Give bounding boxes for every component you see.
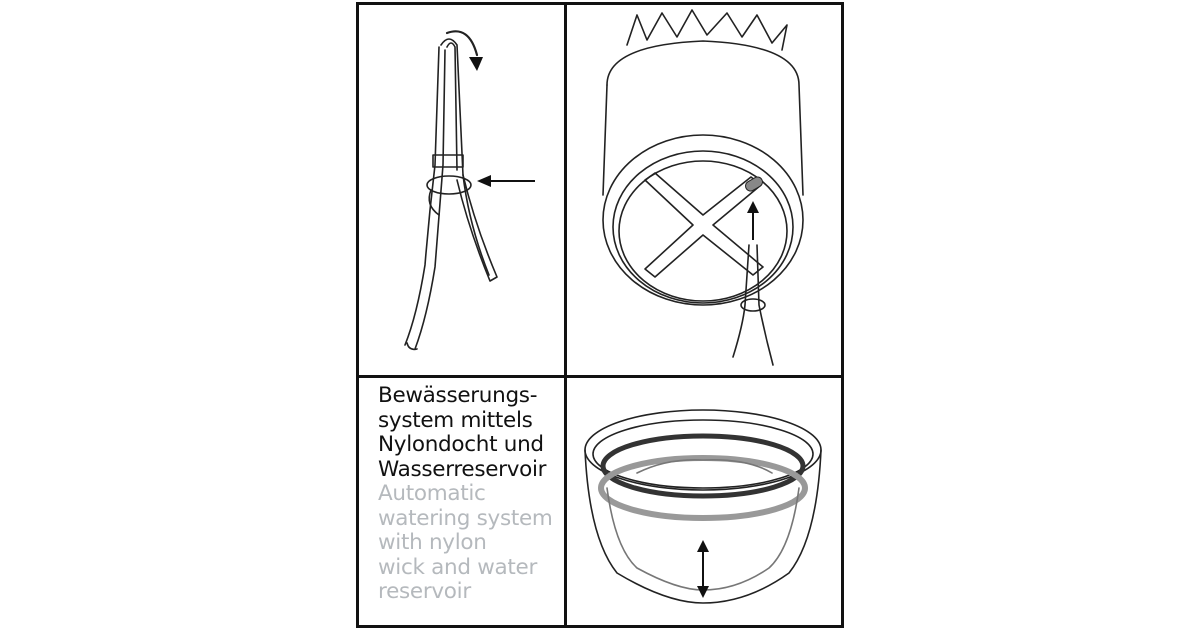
pointer-arrow-icon: [477, 175, 491, 187]
up-arrow-icon: [697, 540, 709, 552]
caption-line: with nylon: [378, 530, 487, 555]
caption-line: reservoir: [378, 579, 471, 604]
panel-wick-knot: [359, 5, 564, 375]
up-arrow-icon: [747, 201, 759, 213]
caption-line: system mittels: [378, 407, 533, 433]
caption: Bewässerungs- system mittels Nylondocht …: [378, 383, 568, 605]
wick-knot-illustration: [404, 30, 535, 351]
caption-line: Wasserreservoir: [378, 456, 547, 482]
caption-line: Bewässerungs-: [378, 383, 538, 408]
horizontal-divider: [356, 375, 844, 378]
panel-water-reservoir: [567, 378, 840, 624]
pot-bottom-illustration: [602, 9, 804, 366]
caption-german: Bewässerungs- system mittels Nylondocht …: [378, 383, 568, 482]
panel-pot-bottom: [567, 5, 840, 375]
vertical-divider: [564, 2, 567, 628]
rotate-arrow-icon: [469, 57, 483, 71]
caption-line: watering system: [378, 505, 553, 531]
caption-line: Nylondocht und: [378, 432, 544, 457]
caption-line: Automatic: [378, 481, 486, 506]
diagram-frame: [356, 2, 844, 628]
reservoir-illustration: [584, 409, 822, 604]
caption-english: Automatic watering system with nylon wic…: [378, 481, 568, 605]
down-arrow-icon: [697, 586, 709, 598]
caption-line: wick and water: [378, 554, 538, 580]
